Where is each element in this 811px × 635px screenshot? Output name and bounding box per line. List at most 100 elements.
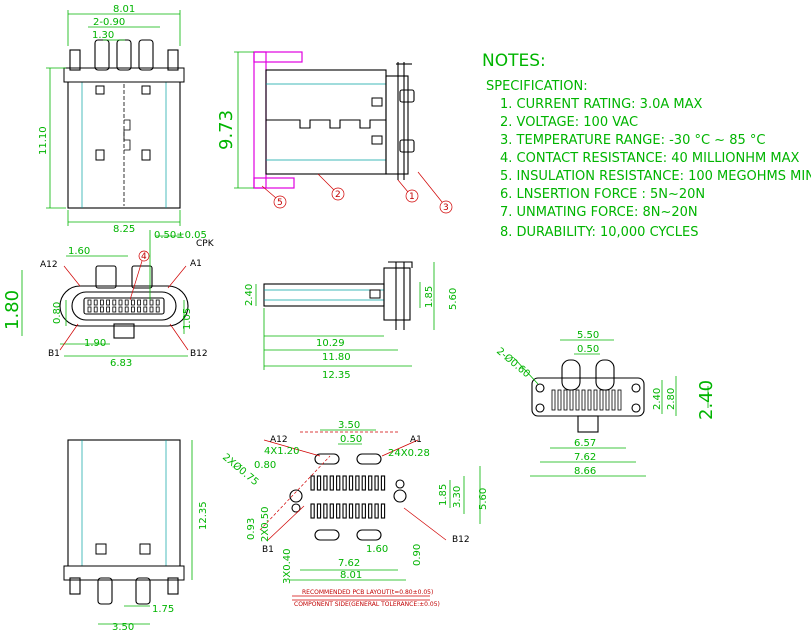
balloon-3 bbox=[439, 200, 453, 214]
dim-0-93: 0.93 bbox=[246, 518, 257, 540]
mount-contact-pin bbox=[605, 389, 610, 411]
leader bbox=[417, 171, 443, 203]
notes-block: NOTES: SPECIFICATION: 1. CURRENT RATING:… bbox=[482, 51, 811, 240]
face-contact-pin bbox=[155, 306, 160, 313]
face-contact-pin bbox=[143, 306, 148, 313]
pcb-pad bbox=[342, 503, 347, 519]
dim-0-50-pcb: 0.50 bbox=[340, 434, 362, 445]
dim-11-10: 11.10 bbox=[38, 126, 49, 155]
pcb-pad bbox=[374, 503, 379, 519]
note-item: 3. TEMPERATURE RANGE: -30 °C ~ 85 °C bbox=[500, 133, 765, 148]
pcb-layout-view: A12 A1 B1 B12 3.50 0.50 4X1.20 24X0.28 0… bbox=[220, 420, 489, 608]
mount-hole bbox=[535, 383, 545, 393]
face-top-tab bbox=[95, 265, 117, 289]
balloon-2-label: 2 bbox=[335, 190, 341, 200]
label-b12: B12 bbox=[190, 349, 208, 359]
pcb-pad bbox=[310, 475, 315, 491]
face-contact-pin bbox=[155, 299, 160, 306]
mount-hole bbox=[631, 403, 641, 413]
pcb-pad bbox=[361, 475, 366, 491]
dim-1-85-pcb: 1.85 bbox=[438, 484, 449, 506]
rear-tab bbox=[69, 577, 81, 595]
face-contact-pin bbox=[118, 306, 123, 313]
dim-1-85: 1.85 bbox=[424, 286, 435, 308]
face-inner-shell bbox=[71, 291, 177, 321]
dim-1-75: 1.75 bbox=[152, 604, 174, 615]
face-contact-pin bbox=[87, 299, 92, 306]
side-hole bbox=[371, 97, 383, 107]
pcb-pad bbox=[316, 503, 322, 519]
dim-3-50-pcb: 3.50 bbox=[338, 420, 360, 431]
front-pin-loop bbox=[138, 39, 154, 71]
face-contact-pin bbox=[93, 306, 98, 313]
leader bbox=[317, 173, 335, 191]
pcb-subtitle: COMPONENT SIDE(GENERAL TOLERANCE:±0.05) bbox=[294, 601, 440, 608]
mount-bottom-tab bbox=[577, 415, 599, 433]
balloon-3-label: 3 bbox=[443, 203, 449, 213]
side-latch-profile bbox=[266, 119, 386, 129]
dim-5-50: 5.50 bbox=[577, 330, 599, 341]
dim-4x1-20: 4X1.20 bbox=[264, 446, 299, 457]
mount-contact-pin bbox=[581, 389, 586, 411]
dim-2-40-small: 2.40 bbox=[652, 388, 663, 410]
dim-2-phi-0-60: 2-Ø0.60 bbox=[494, 345, 532, 380]
note-item: 4. CONTACT RESISTANCE: 40 MILLIONHM MAX bbox=[500, 151, 799, 166]
pcb-pad bbox=[368, 503, 373, 519]
face-contact-pin bbox=[149, 306, 154, 313]
side-front-plate-magenta bbox=[253, 51, 267, 189]
face-contact-pin bbox=[143, 299, 148, 306]
pcb-pad bbox=[329, 503, 334, 519]
dim-24x0-28: 24X0.28 bbox=[388, 448, 430, 459]
leader bbox=[397, 179, 409, 193]
mount-contact-pin bbox=[617, 389, 622, 411]
leader bbox=[403, 507, 447, 541]
dim-1-90: 1.90 bbox=[84, 338, 106, 349]
face-contact-pin bbox=[149, 299, 154, 306]
mount-view: 5.50 0.50 2-Ø0.60 2.40 2.80 2.40 6.57 7.… bbox=[494, 330, 717, 477]
front-hole bbox=[95, 85, 105, 95]
face-contact-pin bbox=[93, 299, 98, 306]
dim-5-60-pcb: 5.60 bbox=[478, 488, 489, 510]
front-pin-loop bbox=[94, 39, 110, 71]
mount-contact-pin bbox=[599, 389, 604, 411]
pcb-pad bbox=[348, 475, 354, 491]
length-view: 2.40 1.85 5.60 10.29 11.80 12.35 bbox=[244, 261, 459, 381]
dim-2-80: 2.80 bbox=[666, 388, 677, 410]
length-latch bbox=[369, 289, 381, 299]
rear-flange bbox=[63, 565, 185, 581]
mount-contact-pin bbox=[557, 389, 562, 411]
pcb-slot bbox=[314, 453, 340, 465]
dim-1-80: 1.80 bbox=[2, 290, 23, 330]
face-contact-pin bbox=[124, 299, 129, 306]
pcb-title: RECOMMENDED PCB LAYOUT(t=0.80±0.05) bbox=[302, 589, 433, 596]
dim-3-50: 3.50 bbox=[112, 622, 134, 633]
leader bbox=[63, 265, 81, 287]
dim-7-62: 7.62 bbox=[574, 452, 596, 463]
side-contact-loop bbox=[399, 139, 415, 153]
pcb-diag bbox=[259, 455, 331, 531]
note-item: 7. UNMATING FORCE: 8N~20N bbox=[500, 205, 698, 220]
notes-subheading: SPECIFICATION: bbox=[486, 79, 588, 94]
front-hole bbox=[95, 149, 105, 161]
pcb-slot bbox=[356, 529, 382, 541]
pcb-pad bbox=[336, 475, 341, 491]
pcb-pad bbox=[316, 475, 322, 491]
label-b1: B1 bbox=[48, 349, 60, 359]
label-b12-pcb: B12 bbox=[452, 535, 470, 545]
dim-8-01-top: 8.01 bbox=[113, 4, 135, 15]
side-flange-magenta bbox=[253, 51, 303, 63]
face-contact-pin bbox=[124, 306, 129, 313]
dim-1-60-pcb: 1.60 bbox=[366, 544, 388, 555]
face-contact-pin bbox=[118, 299, 123, 306]
front-top-flange bbox=[63, 67, 185, 83]
balloon-1 bbox=[405, 189, 419, 203]
front-pin-loop bbox=[116, 39, 132, 71]
mount-contact-pin bbox=[587, 389, 592, 411]
dim-11-80: 11.80 bbox=[322, 352, 351, 363]
dim-2-40: 2.40 bbox=[244, 284, 255, 306]
dim-0-90-pcb: 0.90 bbox=[412, 544, 423, 566]
dim-8-25: 8.25 bbox=[113, 224, 135, 235]
side-contact-loop bbox=[399, 89, 415, 103]
pcb-slot bbox=[356, 453, 382, 465]
pcb-pad bbox=[342, 475, 347, 491]
